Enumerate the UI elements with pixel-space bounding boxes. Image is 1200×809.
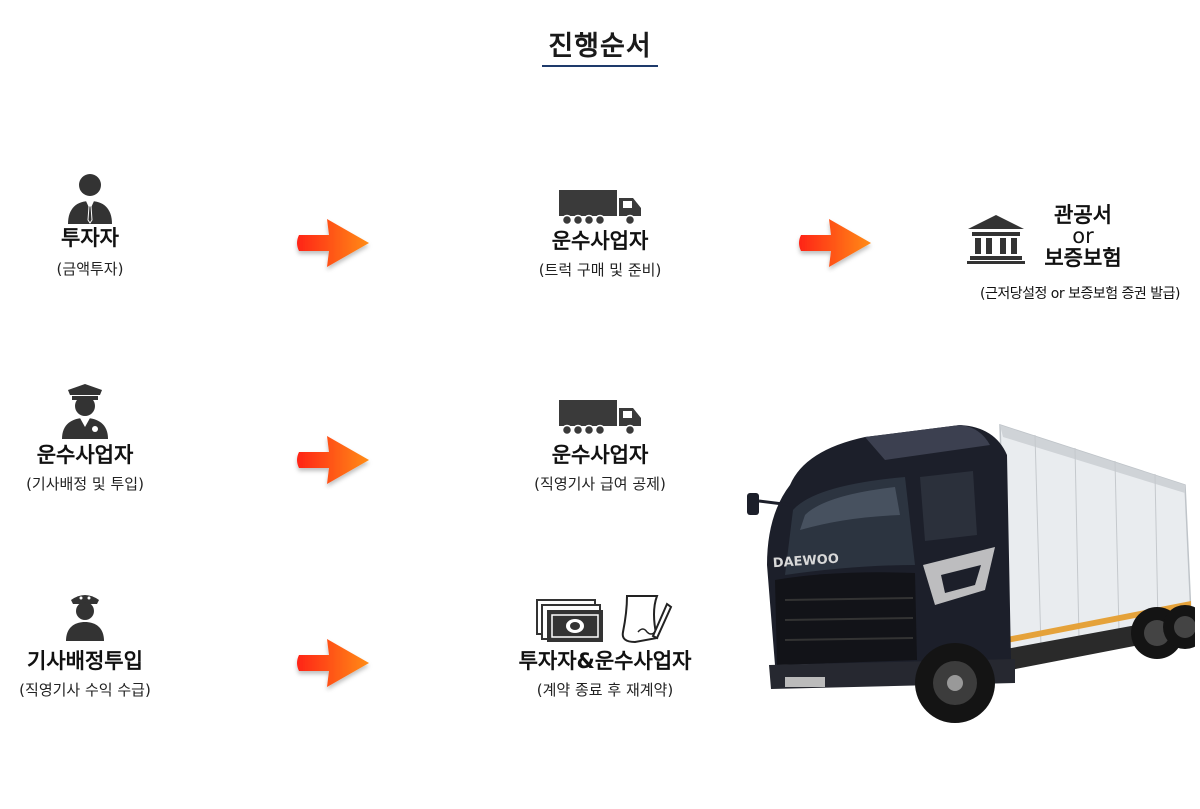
- flow-arrow: [297, 219, 369, 267]
- guarantee-sub: (근저당설정 or 보증보험 증권 발급): [980, 286, 1181, 302]
- contract-icon: [621, 595, 673, 644]
- carrier-assign-sub: (기사배정 및 투입): [26, 475, 144, 493]
- money-icon: [536, 599, 603, 642]
- carrier-assign-node: 운수사업자 (기사배정 및 투입): [0, 382, 170, 494]
- driver-label: 기사배정투입: [27, 649, 143, 673]
- title-underline: [542, 65, 658, 67]
- guarantee-line-1: 관공서: [1054, 203, 1112, 227]
- investor-node: 투자자 (금액투자): [20, 170, 160, 279]
- carrier-assign-label: 운수사업자: [36, 443, 134, 467]
- carrier-sub-1: (트럭 구매 및 준비): [538, 261, 662, 279]
- guarantee-node: 관공서 or 보증보험: [1020, 203, 1146, 271]
- flow-arrow: [297, 436, 369, 484]
- truck-icon: [559, 400, 641, 436]
- renewal-sub: (계약 종료 후 재계약): [536, 681, 674, 699]
- driver-icon: [66, 595, 104, 641]
- guarantee-line-3: 보증보험: [1044, 246, 1122, 270]
- truck-brand-text: DAEWOO: [772, 552, 839, 572]
- money-and-contract-icon: [536, 595, 673, 644]
- driver-sub: (직영기사 수익 수급): [19, 681, 151, 699]
- guarantee-line-2: or: [1072, 224, 1094, 248]
- renewal-node: 투자자&운수사업자 (계약 종료 후 재계약): [490, 592, 720, 700]
- officer-icon: [62, 384, 108, 439]
- carrier-label-2: 운수사업자: [551, 443, 649, 467]
- investor-label: 투자자: [61, 226, 119, 250]
- carrier-node-1: 운수사업자 (트럭 구매 및 준비): [500, 188, 700, 280]
- page-title: 진행순서: [548, 31, 652, 62]
- flow-arrow: [799, 219, 871, 267]
- truck-photo: DAEWOO: [747, 423, 1195, 723]
- businessman-icon: [68, 174, 112, 224]
- carrier-label-1: 운수사업자: [551, 229, 649, 253]
- carrier-node-2: 운수사업자 (직영기사 급여 공제): [500, 398, 700, 494]
- renewal-label: 투자자&운수사업자: [518, 649, 692, 673]
- flow-arrow: [297, 639, 369, 687]
- carrier-sub-2: (직영기사 급여 공제): [534, 475, 666, 493]
- government-building-icon: [967, 215, 1025, 264]
- truck-icon: [559, 190, 641, 226]
- investor-sub: (금액투자): [56, 260, 124, 278]
- driver-node: 기사배정투입 (직영기사 수익 수급): [0, 590, 170, 700]
